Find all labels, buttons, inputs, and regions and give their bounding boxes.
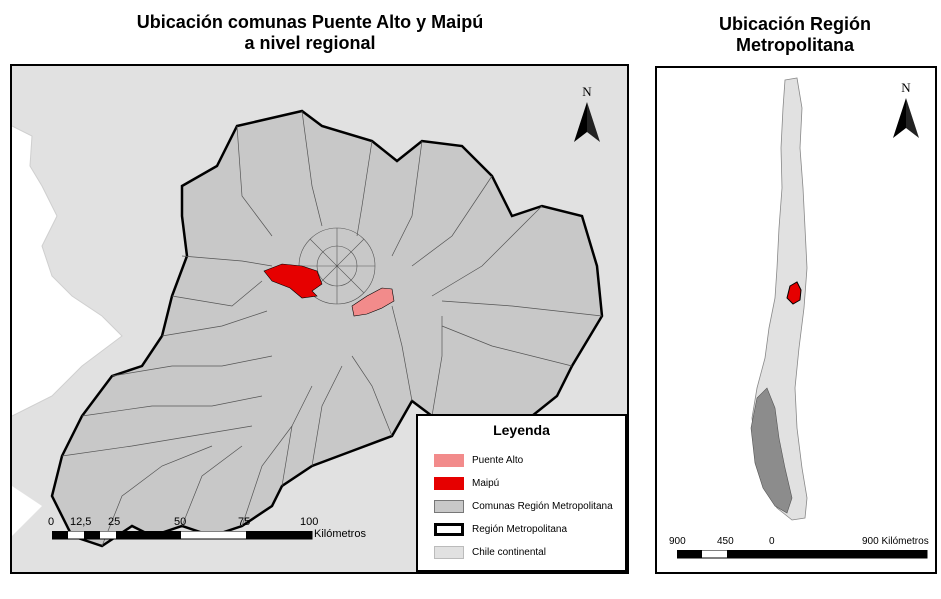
legend-item-comunas: Comunas Región Metropolitana — [434, 500, 613, 513]
legend-label: Comunas Región Metropolitana — [472, 501, 613, 512]
legend-label: Chile continental — [472, 547, 546, 558]
scale-tick-12-5: 12,5 — [70, 516, 92, 528]
scale-tick-900-right: 900 Kilómetros — [862, 536, 929, 547]
right-title-line1: Ubicación Región — [718, 14, 871, 34]
map-legend: Leyenda Puente Alto Maipú Comunas Región… — [416, 414, 627, 572]
scale-bar-graphic — [52, 531, 313, 540]
north-arrow-icon — [893, 98, 919, 138]
legend-label: Región Metropolitana — [472, 524, 568, 535]
legend-swatch-region — [434, 523, 464, 536]
scale-bar-graphic — [677, 550, 928, 559]
puente-alto-comuna — [351, 287, 395, 317]
chile-map — [750, 77, 808, 521]
north-arrow-icon — [574, 102, 600, 142]
legend-label: Maipú — [472, 478, 500, 489]
scale-tick-0: 0 — [48, 516, 55, 528]
white-sea-area — [12, 126, 122, 416]
legend-label: Puente Alto — [472, 455, 524, 466]
scale-tick-50: 50 — [174, 516, 187, 528]
left-map-title: Ubicación comunas Puente Alto y Maipú a … — [40, 12, 580, 54]
north-label: N — [582, 84, 592, 99]
maipu-comuna — [263, 263, 323, 299]
scale-tick-75: 75 — [238, 516, 251, 528]
scale-tick-25: 25 — [108, 516, 121, 528]
regional-map-frame: N 0 12,5 25 50 75 100 Kilómetros Leyenda… — [10, 64, 629, 574]
region-metropolitana-locator — [786, 281, 802, 305]
left-title-line1: Ubicación comunas Puente Alto y Maipú — [136, 12, 484, 32]
coastline — [12, 125, 123, 417]
legend-swatch-puente-alto — [434, 454, 464, 467]
comuna-boundaries — [61, 110, 603, 547]
north-label-national: N — [901, 80, 911, 95]
left-title-line2: a nivel regional — [244, 33, 376, 53]
right-title-line2: Metropolitana — [735, 35, 854, 55]
region-metropolitana — [50, 109, 604, 548]
legend-item-chile: Chile continental — [434, 546, 546, 559]
scale-tick-450: 450 — [717, 536, 734, 547]
legend-item-region: Región Metropolitana — [434, 523, 567, 536]
legend-item-maipu: Maipú — [434, 477, 499, 490]
legend-swatch-comunas — [434, 500, 464, 513]
patagonia-region — [750, 387, 793, 514]
legend-swatch-maipu — [434, 477, 464, 490]
scale-tick-0: 0 — [769, 536, 775, 547]
north-arrow-national: N — [891, 80, 921, 140]
national-map-frame: N 900 450 0 900 Kilómetros — [655, 66, 937, 574]
north-arrow: N — [572, 84, 602, 144]
legend-swatch-chile — [434, 546, 464, 559]
legend-item-puente-alto: Puente Alto — [434, 454, 523, 467]
right-map-title: Ubicación Región Metropolitana — [660, 14, 930, 56]
regional-map — [12, 66, 627, 572]
scale-unit: Kilómetros — [314, 528, 366, 540]
scale-tick-100: 100 — [300, 516, 319, 528]
scale-tick-900-left: 900 — [669, 536, 686, 547]
legend-title: Leyenda — [493, 422, 550, 438]
